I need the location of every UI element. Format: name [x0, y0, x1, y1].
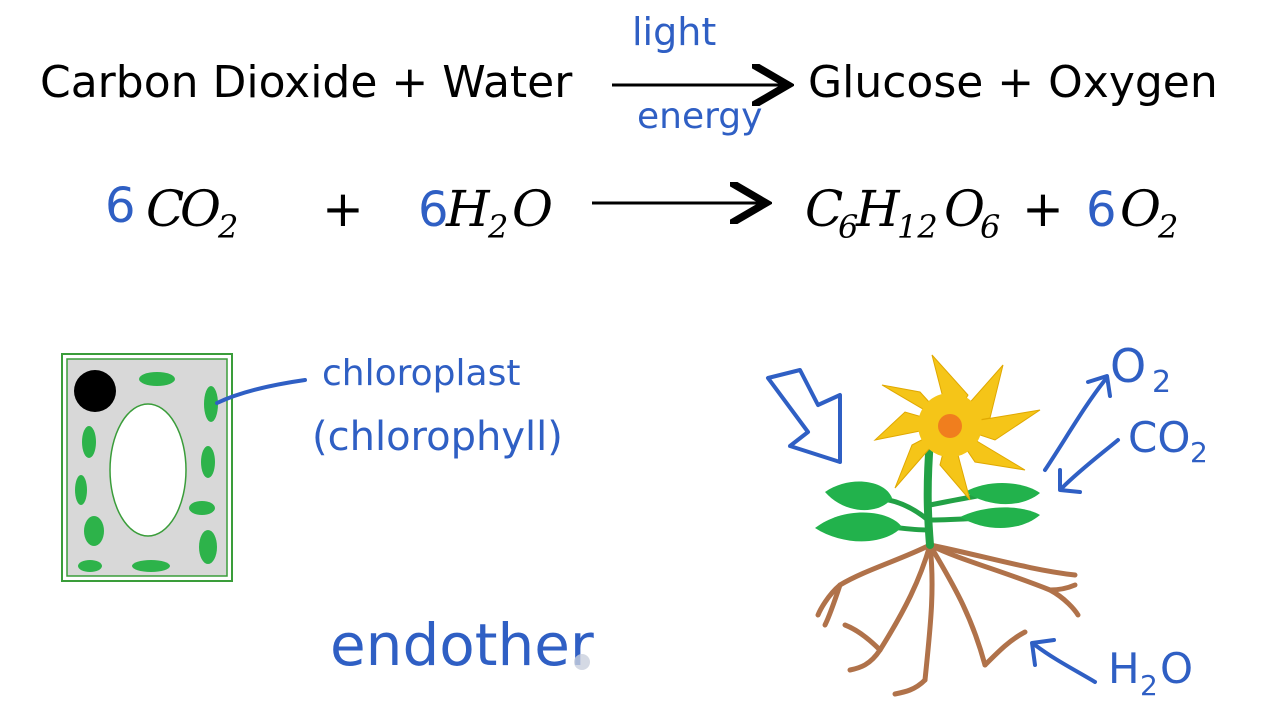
vacuole — [109, 403, 187, 537]
h2o-coefficient: 6 — [418, 182, 449, 238]
co2-in-arrowhead-icon — [1058, 468, 1082, 494]
chloroplast-shape — [204, 386, 218, 422]
oxygen-out-arrowhead-icon — [1086, 374, 1112, 398]
o2-subscript: 2 — [1157, 208, 1178, 246]
glucose-carbon-subscript: 6 — [838, 208, 858, 246]
h2o-hydrogen: H — [445, 180, 491, 238]
flower-petals — [873, 354, 1041, 501]
chloroplast-shape — [84, 516, 104, 546]
water-in-arrow — [1033, 643, 1097, 684]
co2-label-subscript: 2 — [1190, 436, 1208, 469]
flower-center — [938, 414, 962, 438]
glucose-oxygen: O — [944, 180, 985, 238]
leaf-shape — [965, 483, 1040, 505]
co2-in-arrow — [1060, 438, 1120, 490]
h2o-oxygen: O — [512, 180, 553, 238]
plus-sign-1: + — [322, 180, 364, 238]
chloroplast-shape — [201, 446, 215, 478]
co2-carbon: C — [146, 180, 184, 238]
leaf-shape — [960, 507, 1040, 529]
plus-sign-2: + — [1022, 180, 1064, 238]
o2-oxygen: O — [1120, 180, 1161, 238]
plant — [815, 354, 1081, 697]
arrow-label-energy: energy — [637, 96, 762, 137]
chloroplast-shape — [78, 560, 102, 572]
chlorophyll-label: (chlorophyll) — [312, 414, 563, 460]
arrow-label-light: light — [632, 10, 716, 54]
chloroplast-pointer — [215, 378, 307, 405]
oxygen-label: O — [1110, 339, 1146, 393]
co2-oxygen: O — [180, 180, 221, 238]
co2-coefficient: 6 — [105, 178, 136, 234]
glucose-oxygen-subscript: 6 — [980, 208, 1000, 246]
nucleus — [74, 370, 116, 412]
chloroplast-shape — [82, 426, 96, 458]
chloroplast-shape — [199, 530, 217, 564]
leaf-shape — [815, 512, 902, 542]
water-in-arrowhead-icon — [1030, 638, 1056, 667]
co2-subscript: 2 — [217, 208, 238, 246]
cell-wall — [61, 353, 233, 582]
sunlight-arrow-icon — [766, 368, 842, 464]
leaf-shape — [825, 481, 892, 511]
stem — [923, 436, 934, 549]
chloroplast-label: chloroplast — [322, 353, 520, 394]
pen-cursor — [574, 654, 590, 670]
leaves — [815, 481, 1040, 542]
roots — [815, 542, 1081, 697]
endothermic-label: endother — [330, 611, 594, 679]
water-label-subscript: 2 — [1140, 669, 1158, 702]
glucose-hydrogen: H — [855, 180, 901, 238]
oxygen-label-subscript: 2 — [1152, 365, 1171, 400]
water-label-o: O — [1160, 644, 1193, 693]
chloroplast-shape — [189, 501, 215, 515]
word-equation-products: Glucose + Oxygen — [808, 57, 1218, 108]
chloroplast-shape — [75, 475, 87, 505]
glucose-hydrogen-subscript: 12 — [897, 208, 938, 246]
co2-label: CO — [1128, 413, 1190, 462]
word-equation-reactants: Carbon Dioxide + Water — [40, 57, 573, 108]
chloroplasts — [75, 372, 218, 572]
h2o-subscript: 2 — [487, 208, 508, 246]
chloroplast-shape — [139, 372, 175, 386]
chloroplast-shape — [132, 560, 170, 572]
o2-coefficient: 6 — [1086, 182, 1117, 238]
oxygen-out-arrow — [1043, 378, 1107, 472]
glucose-carbon: C — [805, 180, 843, 238]
water-label-h: H — [1108, 644, 1140, 693]
plant-cell — [61, 353, 233, 582]
